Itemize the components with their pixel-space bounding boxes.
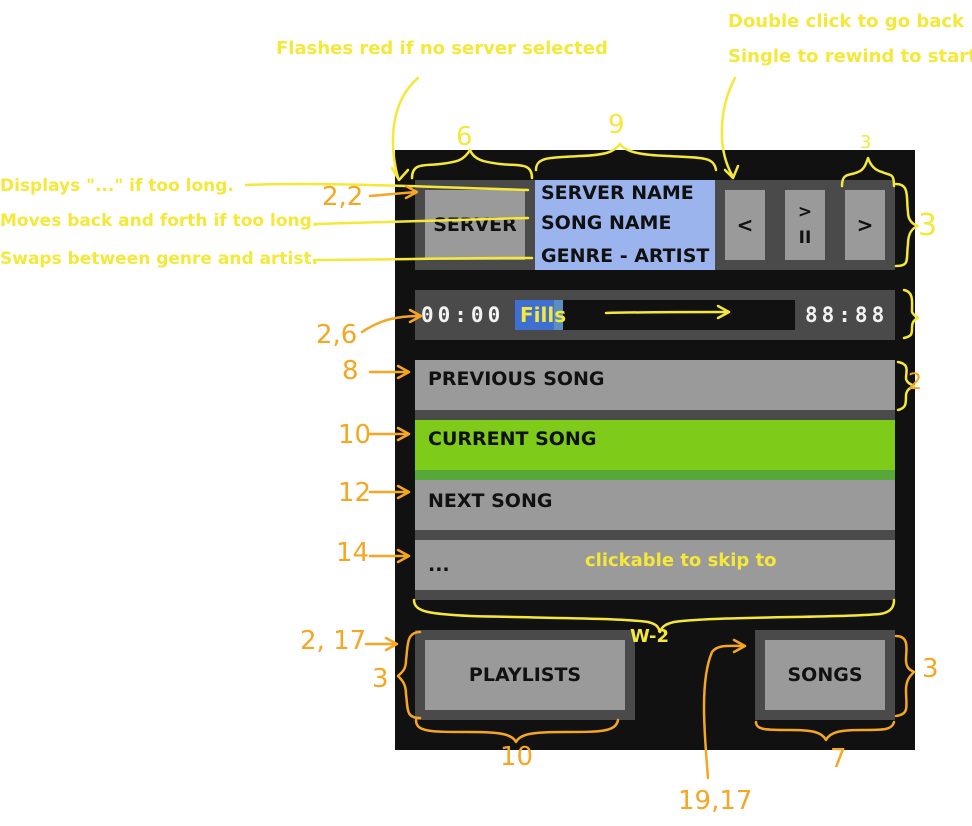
annotation-displays-dots: Displays "..." if too long. bbox=[0, 176, 234, 196]
annotation-flashes: Flashes red if no server selected bbox=[276, 38, 608, 59]
label-6: 6 bbox=[456, 122, 473, 152]
songs-button[interactable]: SONGS bbox=[765, 640, 885, 710]
annotation-moves-back: Moves back and forth if too long. bbox=[0, 211, 319, 231]
label-10-bottom: 10 bbox=[500, 742, 534, 772]
time-total: 88:88 bbox=[805, 303, 889, 327]
pause-icon: II bbox=[798, 228, 812, 248]
song-name: SONG NAME bbox=[541, 212, 672, 234]
genre-artist: GENRE - ARTIST bbox=[541, 245, 710, 267]
label-2-17: 2, 17 bbox=[300, 626, 367, 656]
annotation-single-click: Single to rewind to start. bbox=[728, 46, 972, 67]
chevron-left-icon: < bbox=[736, 213, 754, 237]
play-icon: > bbox=[797, 202, 813, 222]
label-3-songs: 3 bbox=[922, 654, 939, 684]
annotation-double-click: Double click to go back bbox=[728, 11, 964, 32]
annotation-clickable: clickable to skip to bbox=[585, 550, 777, 571]
playlists-button[interactable]: PLAYLISTS bbox=[425, 640, 625, 710]
label-2-right: 2 bbox=[908, 370, 922, 395]
label-3-top: 3 bbox=[860, 132, 872, 153]
annotation-swaps: Swaps between genre and artist. bbox=[0, 249, 319, 269]
annotation-fills: Fills bbox=[520, 303, 567, 327]
previous-song-label: PREVIOUS SONG bbox=[428, 368, 605, 390]
time-elapsed: 00:00 bbox=[421, 303, 505, 327]
label-2-2: 2,2 bbox=[322, 182, 364, 212]
label-12: 12 bbox=[338, 478, 372, 508]
label-w2: W-2 bbox=[630, 626, 670, 647]
label-3-right: 3 bbox=[918, 208, 938, 243]
songs-button-label: SONGS bbox=[787, 664, 863, 686]
more-songs-row[interactable]: ... bbox=[415, 540, 895, 590]
label-19-17: 19,17 bbox=[678, 786, 753, 816]
server-name: SERVER NAME bbox=[541, 182, 694, 204]
previous-track-button[interactable]: < bbox=[725, 190, 765, 260]
seek-bar-cap bbox=[554, 300, 563, 330]
playlists-button-label: PLAYLISTS bbox=[468, 664, 582, 686]
now-playing-info: SERVER NAME SONG NAME GENRE - ARTIST bbox=[535, 180, 715, 270]
more-songs-label: ... bbox=[428, 554, 450, 576]
previous-song-row[interactable]: PREVIOUS SONG bbox=[415, 360, 895, 410]
label-2-6: 2,6 bbox=[316, 320, 358, 350]
seek-bar[interactable] bbox=[515, 300, 795, 330]
next-song-row[interactable]: NEXT SONG bbox=[415, 480, 895, 530]
server-button[interactable]: SERVER bbox=[425, 190, 525, 260]
label-3-left: 3 bbox=[372, 664, 389, 694]
seek-bar-fill bbox=[515, 300, 563, 330]
play-pause-button[interactable]: > II bbox=[785, 190, 825, 260]
label-14: 14 bbox=[336, 538, 370, 568]
current-song-label: CURRENT SONG bbox=[428, 428, 597, 450]
current-song-row[interactable]: CURRENT SONG bbox=[415, 420, 895, 470]
chevron-right-icon: > bbox=[856, 213, 874, 237]
label-9: 9 bbox=[608, 110, 625, 140]
next-song-label: NEXT SONG bbox=[428, 490, 553, 512]
label-10-row: 10 bbox=[338, 420, 372, 450]
label-7: 7 bbox=[830, 744, 847, 774]
label-8: 8 bbox=[342, 356, 359, 386]
server-button-label: SERVER bbox=[433, 214, 517, 236]
next-track-button[interactable]: > bbox=[845, 190, 885, 260]
